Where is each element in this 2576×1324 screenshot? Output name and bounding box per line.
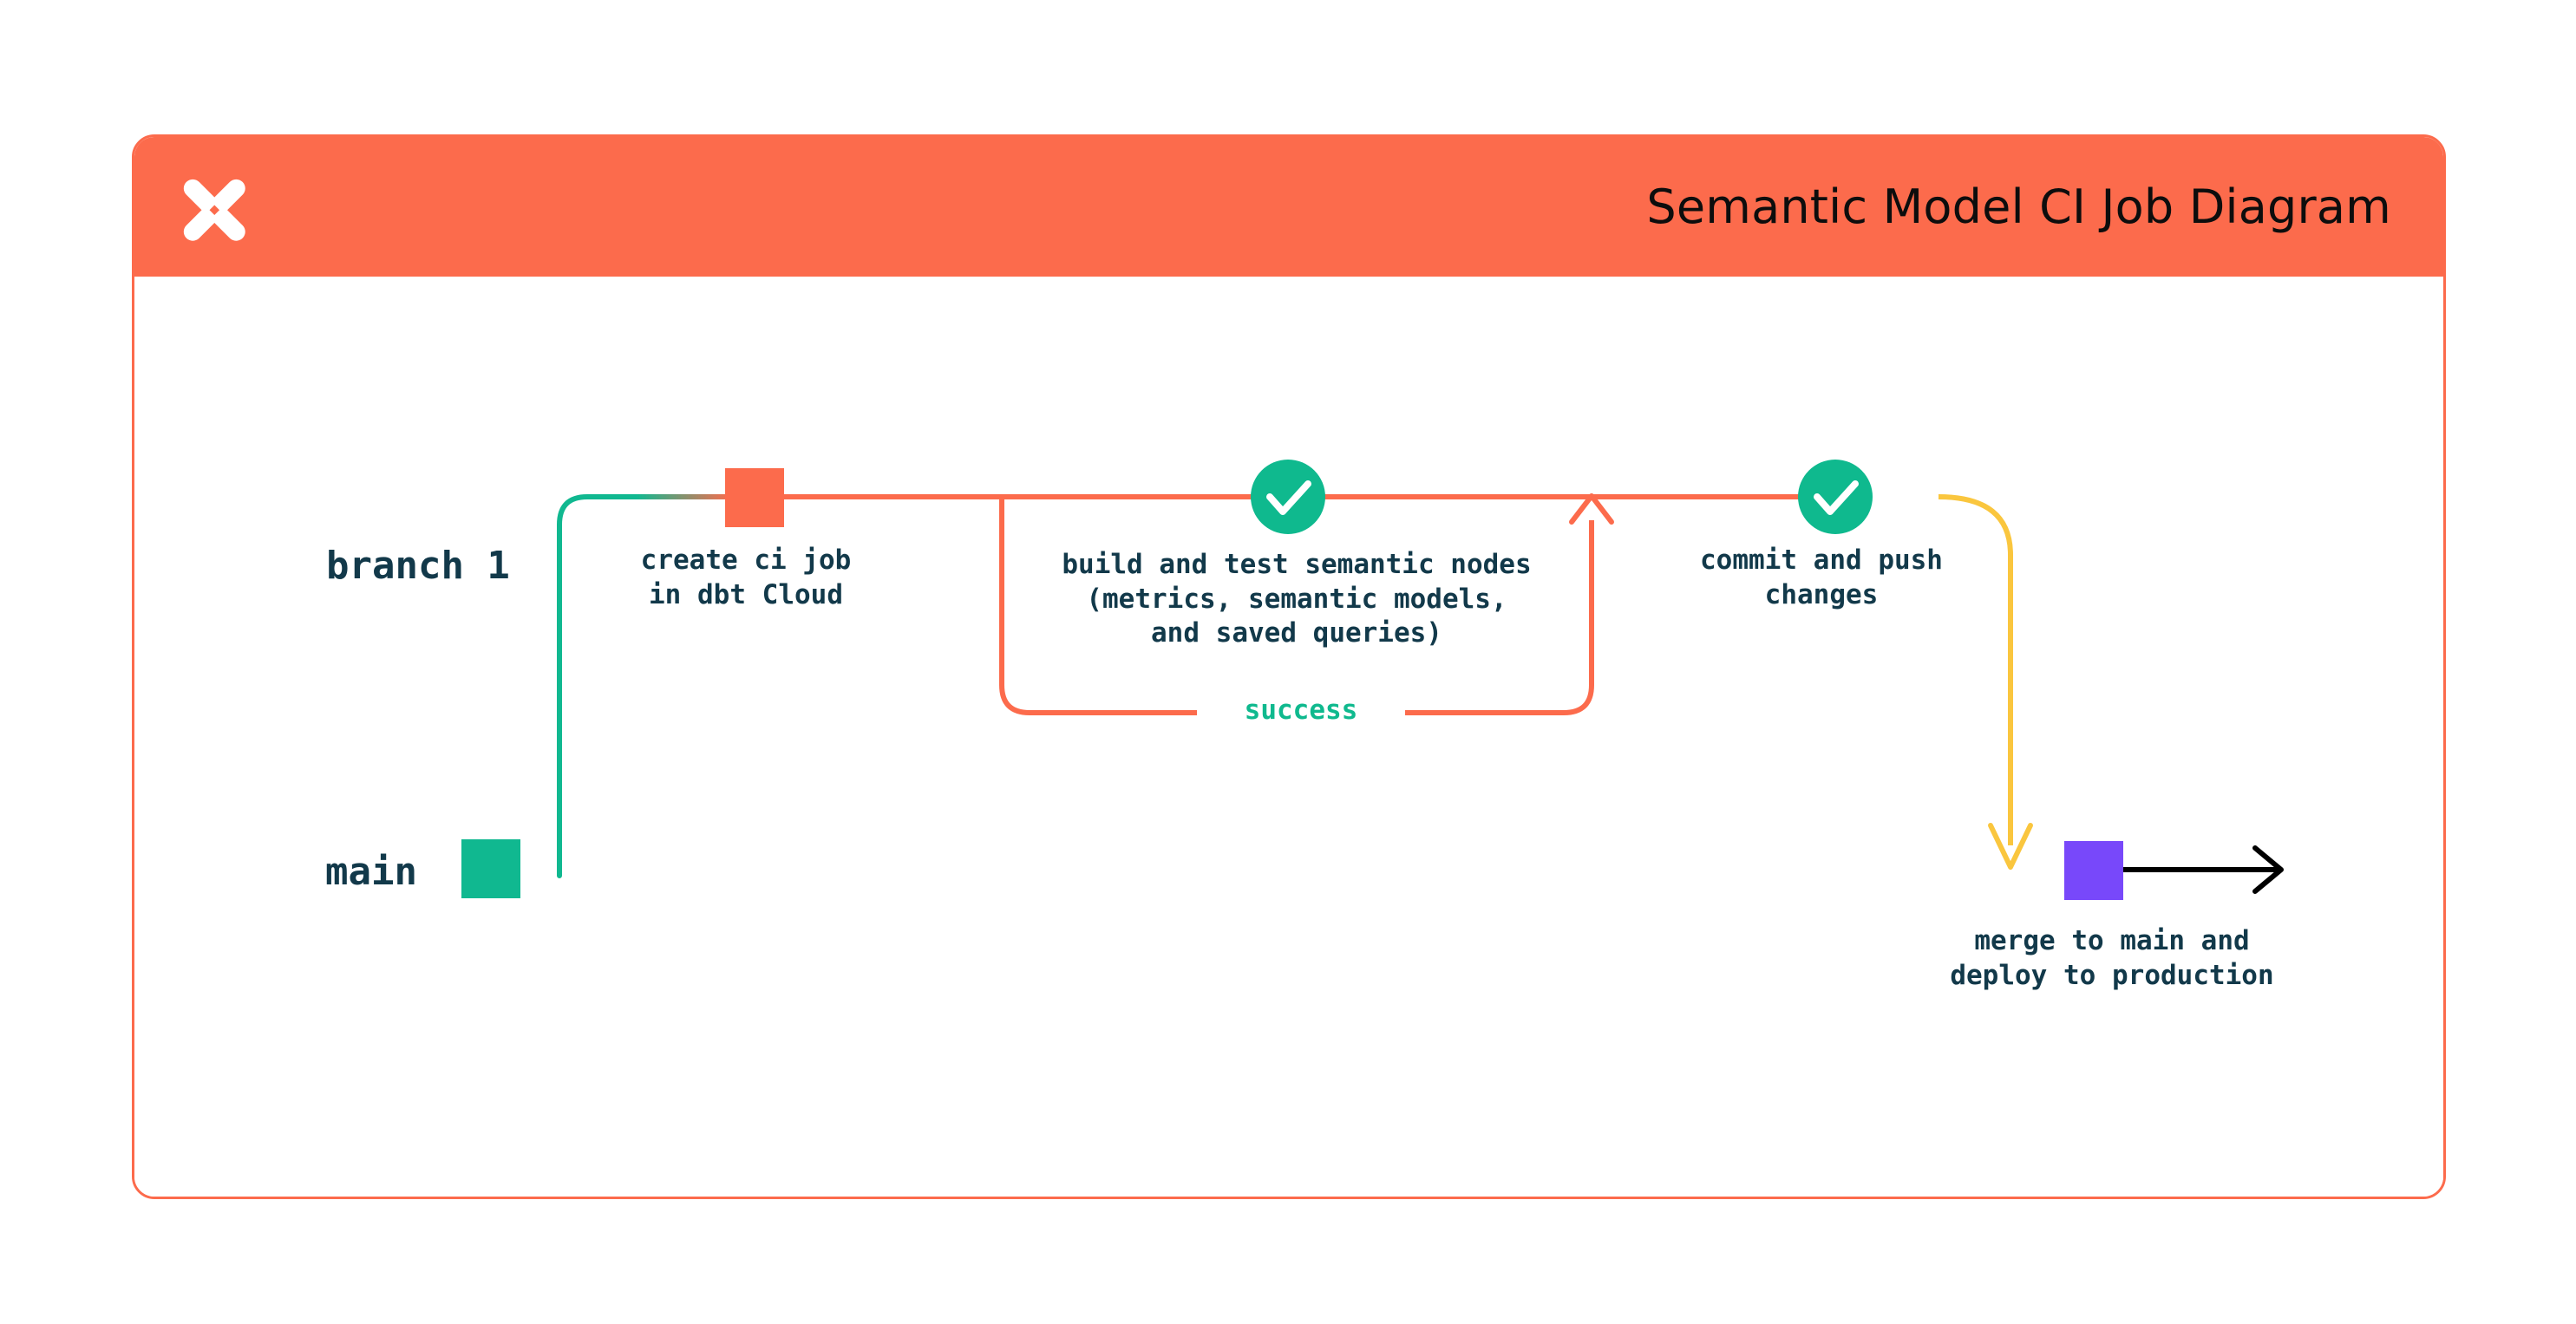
branch-label-main: main bbox=[325, 850, 417, 894]
card-header: Semantic Model CI Job Diagram bbox=[134, 137, 2443, 277]
node-label-build-and-test: build and test semantic nodes (metrics, … bbox=[1062, 549, 1532, 649]
node-label-commit-and-push: commit and push changes bbox=[1700, 545, 1943, 610]
card-body bbox=[134, 277, 2443, 1197]
node-label-create-ci-job: create ci job in dbt Cloud bbox=[640, 545, 852, 610]
branch-label-branch-1: branch 1 bbox=[326, 544, 510, 588]
dbt-logo-icon bbox=[176, 172, 247, 243]
node-label-merge-to-main: merge to main and deploy to production bbox=[1950, 925, 2274, 991]
diagram-card: Semantic Model CI Job Diagram bbox=[132, 134, 2446, 1199]
page-title: Semantic Model CI Job Diagram bbox=[1646, 179, 2391, 234]
edge-label-success: success bbox=[1244, 695, 1358, 726]
